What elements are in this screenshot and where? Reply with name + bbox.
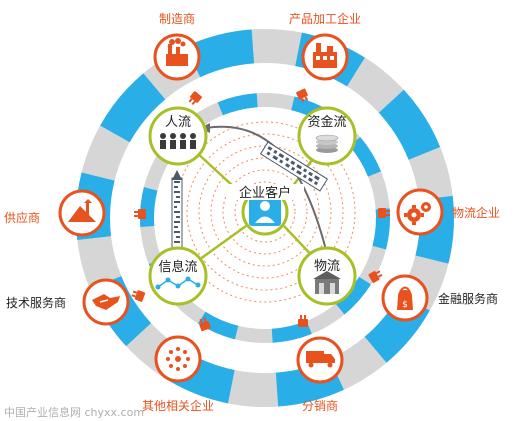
partner-finance[interactable]: $ 金融服务商 <box>381 274 498 322</box>
partner-label: 制造商 <box>159 11 195 26</box>
watermark: 中国产业信息网 chyxx.com <box>4 405 144 419</box>
center-label: 企业客户 <box>239 185 291 201</box>
partner-distributor[interactable]: 分销商 <box>296 336 344 413</box>
flow-label: 人流 <box>165 115 191 130</box>
flow-logistics[interactable]: 物流 <box>297 246 357 306</box>
processing-plant-icon <box>313 43 337 68</box>
warehouse-icon <box>313 271 341 294</box>
partner-label: 供应商 <box>4 210 40 225</box>
pile-icon <box>68 199 96 222</box>
partner-label: 技术服务商 <box>6 295 66 310</box>
partner-logistics[interactable]: 物流企业 <box>396 188 500 236</box>
partner-processing[interactable]: 产品加工企业 <box>289 11 361 81</box>
people-icon <box>160 133 196 149</box>
partner-manufacturer[interactable]: 制造商 <box>153 11 201 81</box>
partner-supplier[interactable]: 供应商 <box>4 189 106 237</box>
flow-label: 信息流 <box>158 259 197 275</box>
flow-people[interactable]: 人流 <box>148 106 208 166</box>
connector-plugs <box>131 88 390 332</box>
partner-label: 物流企业 <box>452 205 500 220</box>
flow-information[interactable]: 信息流 <box>148 246 208 306</box>
partner-label: 金融服务商 <box>438 291 498 306</box>
dots-icon <box>166 347 190 371</box>
truck-icon <box>306 351 335 368</box>
handshake-icon <box>92 294 120 310</box>
partner-label: 分销商 <box>302 398 338 413</box>
factory-icon <box>166 38 188 66</box>
network-icon <box>155 276 201 290</box>
svg-text:$: $ <box>402 300 408 310</box>
flow-label: 资金流 <box>307 114 346 130</box>
flow-funds[interactable]: 资金流 <box>297 106 357 166</box>
gears-icon <box>404 202 431 225</box>
center-node[interactable]: 企业客户 <box>226 184 304 236</box>
person-icon <box>249 198 281 226</box>
money-bag-icon: $ <box>397 286 413 310</box>
partner-label: 产品加工企业 <box>289 11 361 26</box>
partner-other[interactable]: 其他相关企业 <box>142 335 214 413</box>
flow-label: 物流 <box>314 259 340 274</box>
partner-tech-service[interactable]: 技术服务商 <box>6 278 130 326</box>
data-stream <box>171 141 329 249</box>
partner-label: 其他相关企业 <box>142 398 214 413</box>
coins-icon <box>315 134 339 153</box>
